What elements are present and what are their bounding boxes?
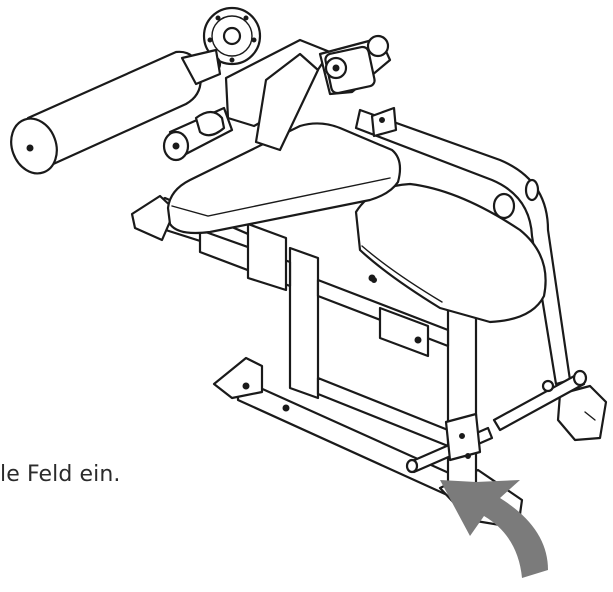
rear-stops bbox=[371, 178, 540, 283]
lower-roller bbox=[162, 106, 234, 162]
rear-frame bbox=[198, 106, 572, 386]
seat-pad bbox=[354, 182, 547, 324]
frame-legs bbox=[288, 246, 478, 497]
upper-roller bbox=[10, 48, 222, 175]
instruction-caption: le Feld ein. bbox=[0, 462, 121, 487]
pop-pin-handles bbox=[405, 369, 588, 474]
front-pad bbox=[166, 122, 402, 235]
indicator-arrow bbox=[440, 480, 548, 578]
lever-arm bbox=[224, 34, 392, 152]
